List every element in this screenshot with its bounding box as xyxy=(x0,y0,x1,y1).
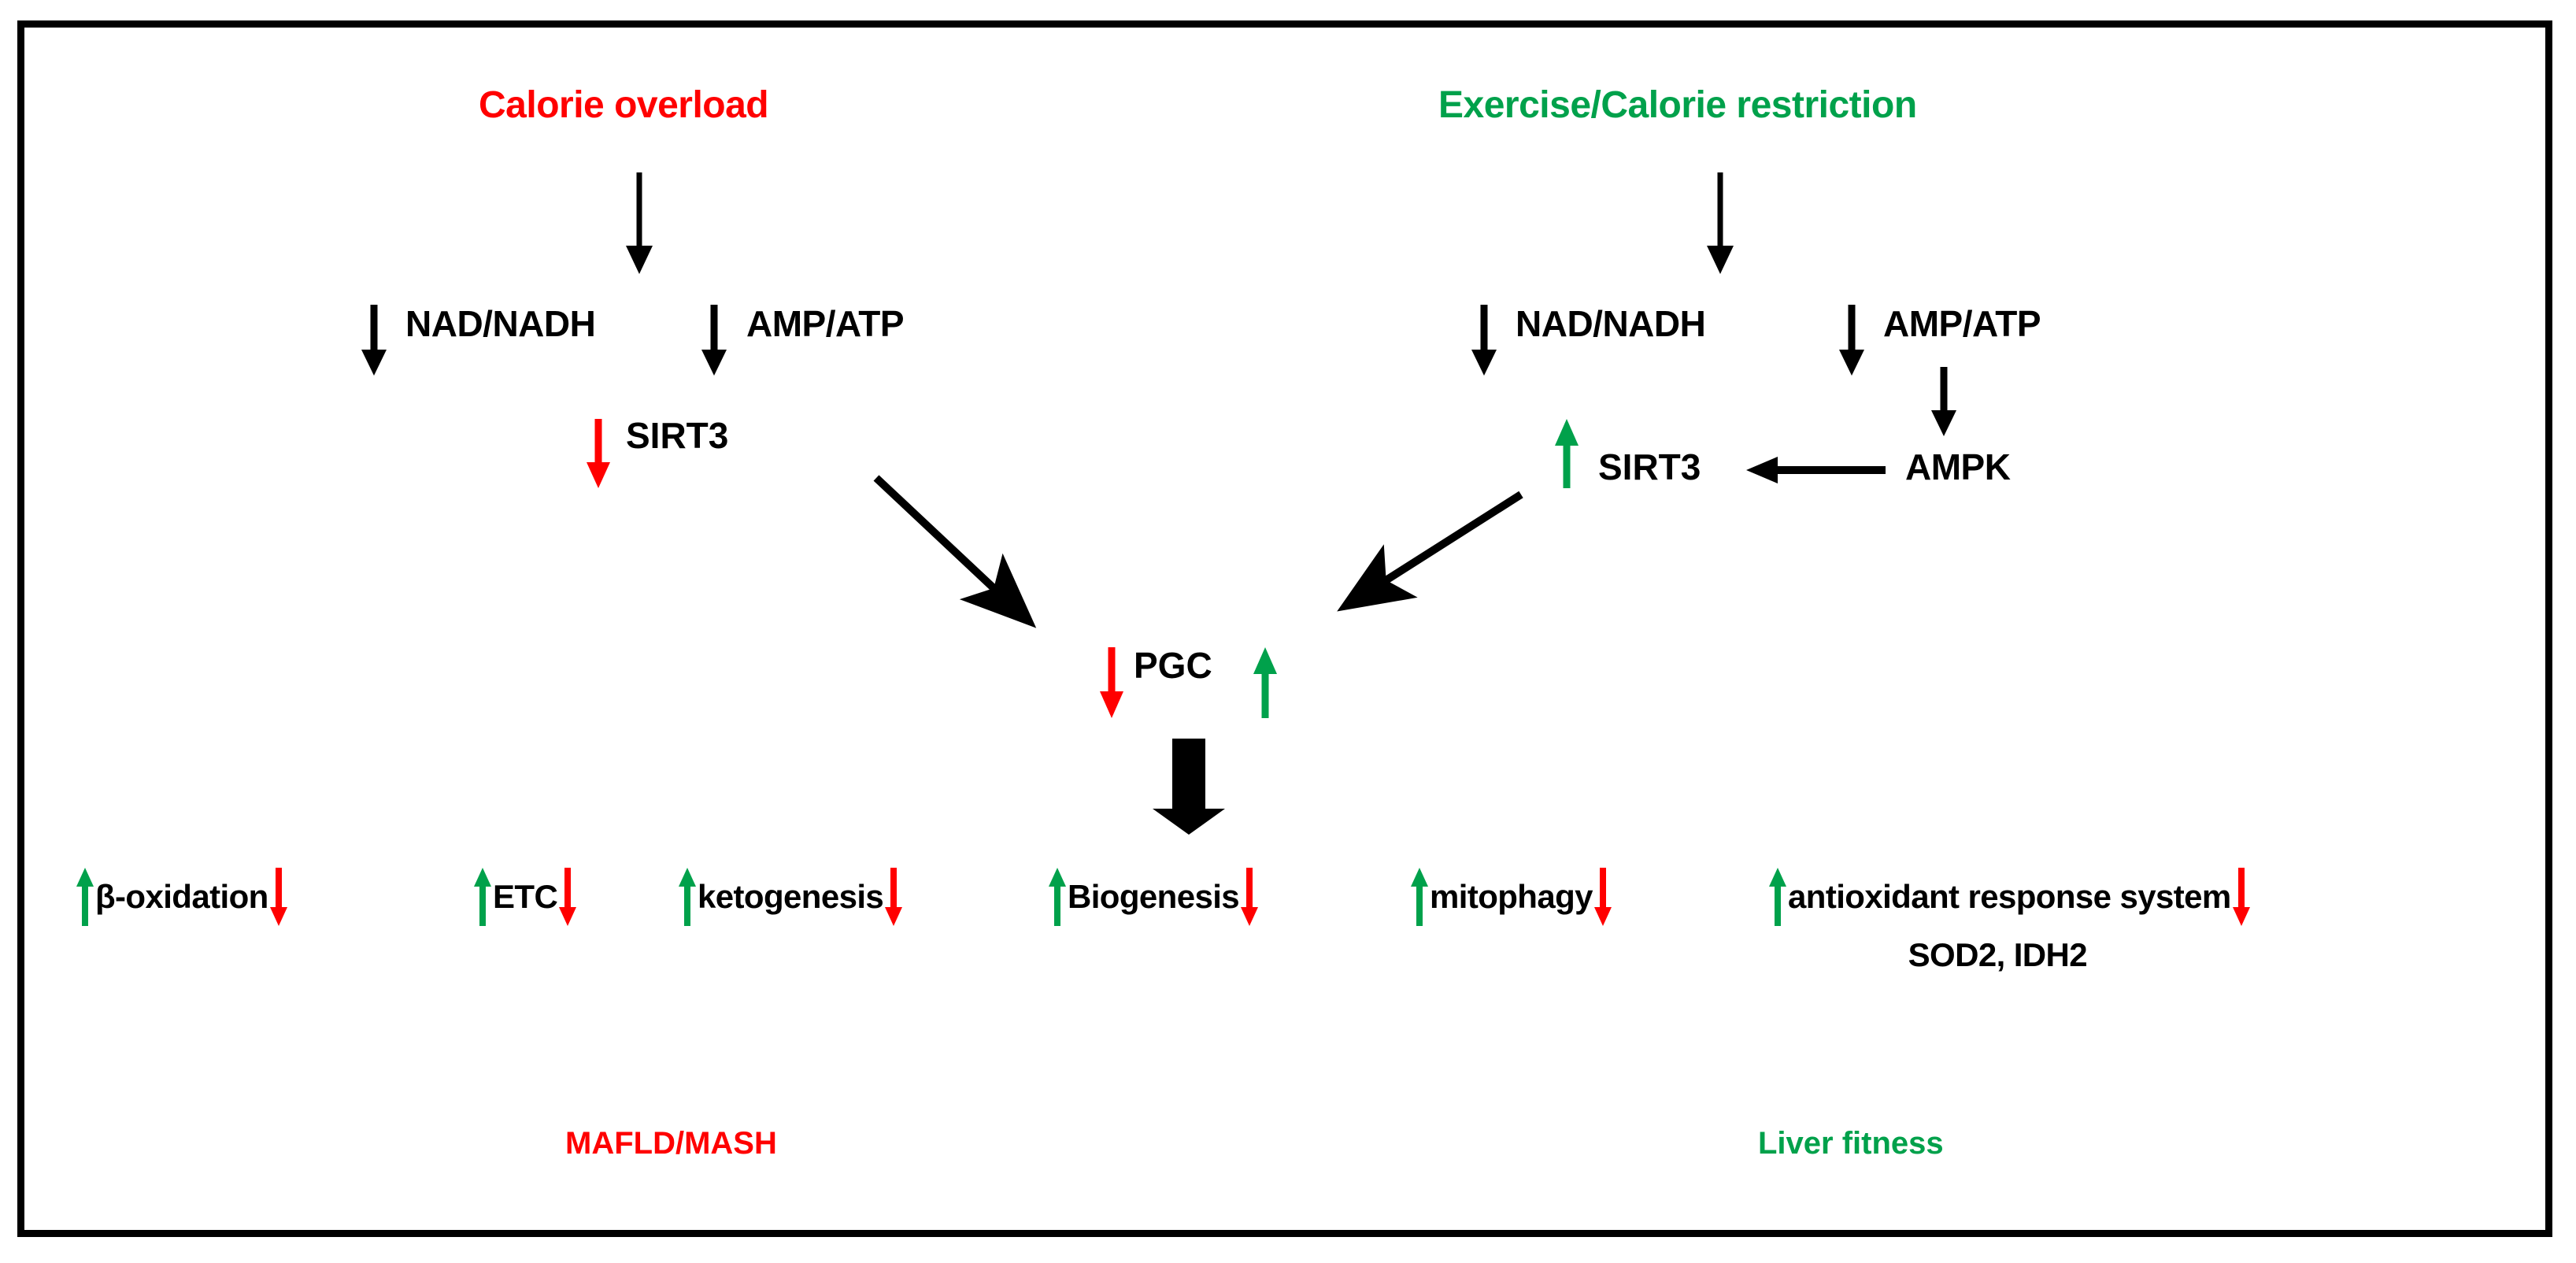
right-ampk-label: AMPK xyxy=(1905,446,2011,487)
outcome-label: β-oxidation xyxy=(95,878,268,915)
outcome-label: mitophagy xyxy=(1430,878,1593,915)
left-sirt3-label: SIRT3 xyxy=(626,415,729,456)
arrow-down-icon xyxy=(557,866,578,928)
right-sirt3-label: SIRT3 xyxy=(1598,446,1701,487)
left-metabolite-ampatp: AMP/ATP xyxy=(746,303,905,344)
arrow-up-icon xyxy=(75,866,95,928)
arrow-down-icon xyxy=(268,866,289,928)
right-metabolite-nadnadh: NAD/NADH xyxy=(1516,303,1706,344)
arrow-down-icon xyxy=(883,866,904,928)
left-outcome-label: MAFLD/MASH xyxy=(565,1126,777,1161)
pgc-hub-label: PGC xyxy=(1134,645,1212,686)
outcome-item: Biogenesis xyxy=(1047,866,1260,928)
outcome-label: antioxidant response system xyxy=(1788,878,2231,915)
arrow-down-icon xyxy=(1593,866,1613,928)
arrow-up-icon xyxy=(677,866,698,928)
arrow-up-icon xyxy=(472,866,493,928)
left-stimulus-title: Calorie overload xyxy=(479,84,769,126)
outcome-sublabel: SOD2, IDH2 xyxy=(1908,936,2088,973)
arrow-up-icon xyxy=(1409,866,1430,928)
right-metabolite-ampatp: AMP/ATP xyxy=(1883,303,2041,344)
outcome-item: ketogenesis xyxy=(677,866,904,928)
outcome-item: β-oxidation xyxy=(75,866,289,928)
outcome-label: Biogenesis xyxy=(1068,878,1240,915)
arrow-up-icon xyxy=(1047,866,1068,928)
right-outcome-label: Liver fitness xyxy=(1758,1126,1944,1161)
right-stimulus-title: Exercise/Calorie restriction xyxy=(1438,84,1917,126)
outcome-item: mitophagy xyxy=(1409,866,1613,928)
arrow-up-icon xyxy=(1767,866,1788,928)
figure-border xyxy=(17,20,2552,1237)
outcome-label: ETC xyxy=(493,878,558,915)
outcome-label: ketogenesis xyxy=(698,878,884,915)
outcome-item: ETC xyxy=(472,866,578,928)
arrow-down-icon xyxy=(1239,866,1260,928)
left-metabolite-nadnadh: NAD/NADH xyxy=(405,303,596,344)
arrow-down-icon xyxy=(2231,866,2252,928)
